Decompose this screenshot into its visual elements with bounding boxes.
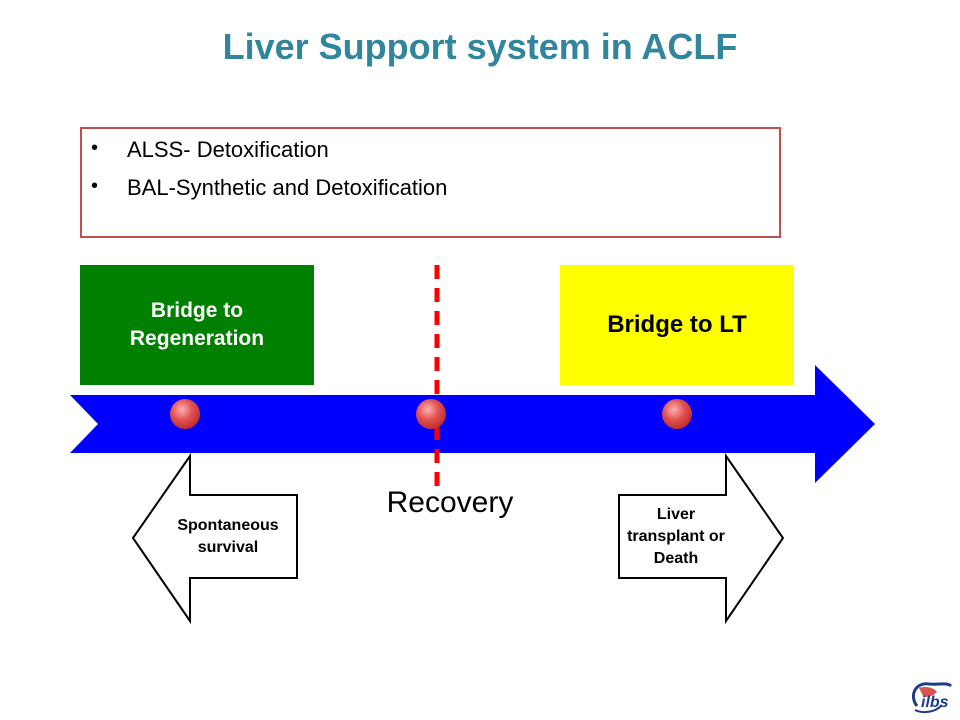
outcome-arrow-left	[131, 452, 298, 625]
outcome-left-line2: survival	[197, 539, 259, 556]
bridge-lt-label: Bridge to LT	[607, 311, 747, 338]
outcome-left-label: Spontaneous survival	[160, 515, 296, 559]
ilbs-logo-text: ilbs	[921, 694, 949, 711]
bridge-regeneration-line2: Regeneration	[129, 327, 265, 350]
timeline-dot	[662, 399, 692, 429]
outcome-right-line3: Death	[653, 550, 699, 567]
outcome-arrow-right	[618, 452, 785, 625]
recovery-label: Recovery	[386, 486, 514, 519]
bridge-to-regeneration-box: Bridge to Regeneration	[80, 265, 314, 385]
bullet-item-alss: ALSS- Detoxification	[91, 137, 329, 163]
outcome-left-line1: Spontaneous	[177, 517, 279, 534]
outcome-right-label: Liver transplant or Death	[616, 504, 736, 570]
slide-title: Liver Support system in ACLF	[222, 26, 738, 67]
bullet-item-bal: BAL-Synthetic and Detoxification	[91, 175, 447, 201]
outcome-right-line2: transplant or	[627, 528, 725, 545]
timeline-dot	[416, 399, 446, 429]
bridge-to-lt-box: Bridge to LT	[560, 265, 794, 385]
bridge-regeneration-line1: Bridge to	[150, 299, 244, 322]
ilbs-logo-icon	[912, 682, 953, 714]
bullet-box: ALSS- Detoxification BAL-Synthetic and D…	[80, 127, 781, 238]
timeline-dot	[170, 399, 200, 429]
outcome-right-line1: Liver	[656, 506, 696, 523]
timeline-arrow	[70, 365, 875, 483]
